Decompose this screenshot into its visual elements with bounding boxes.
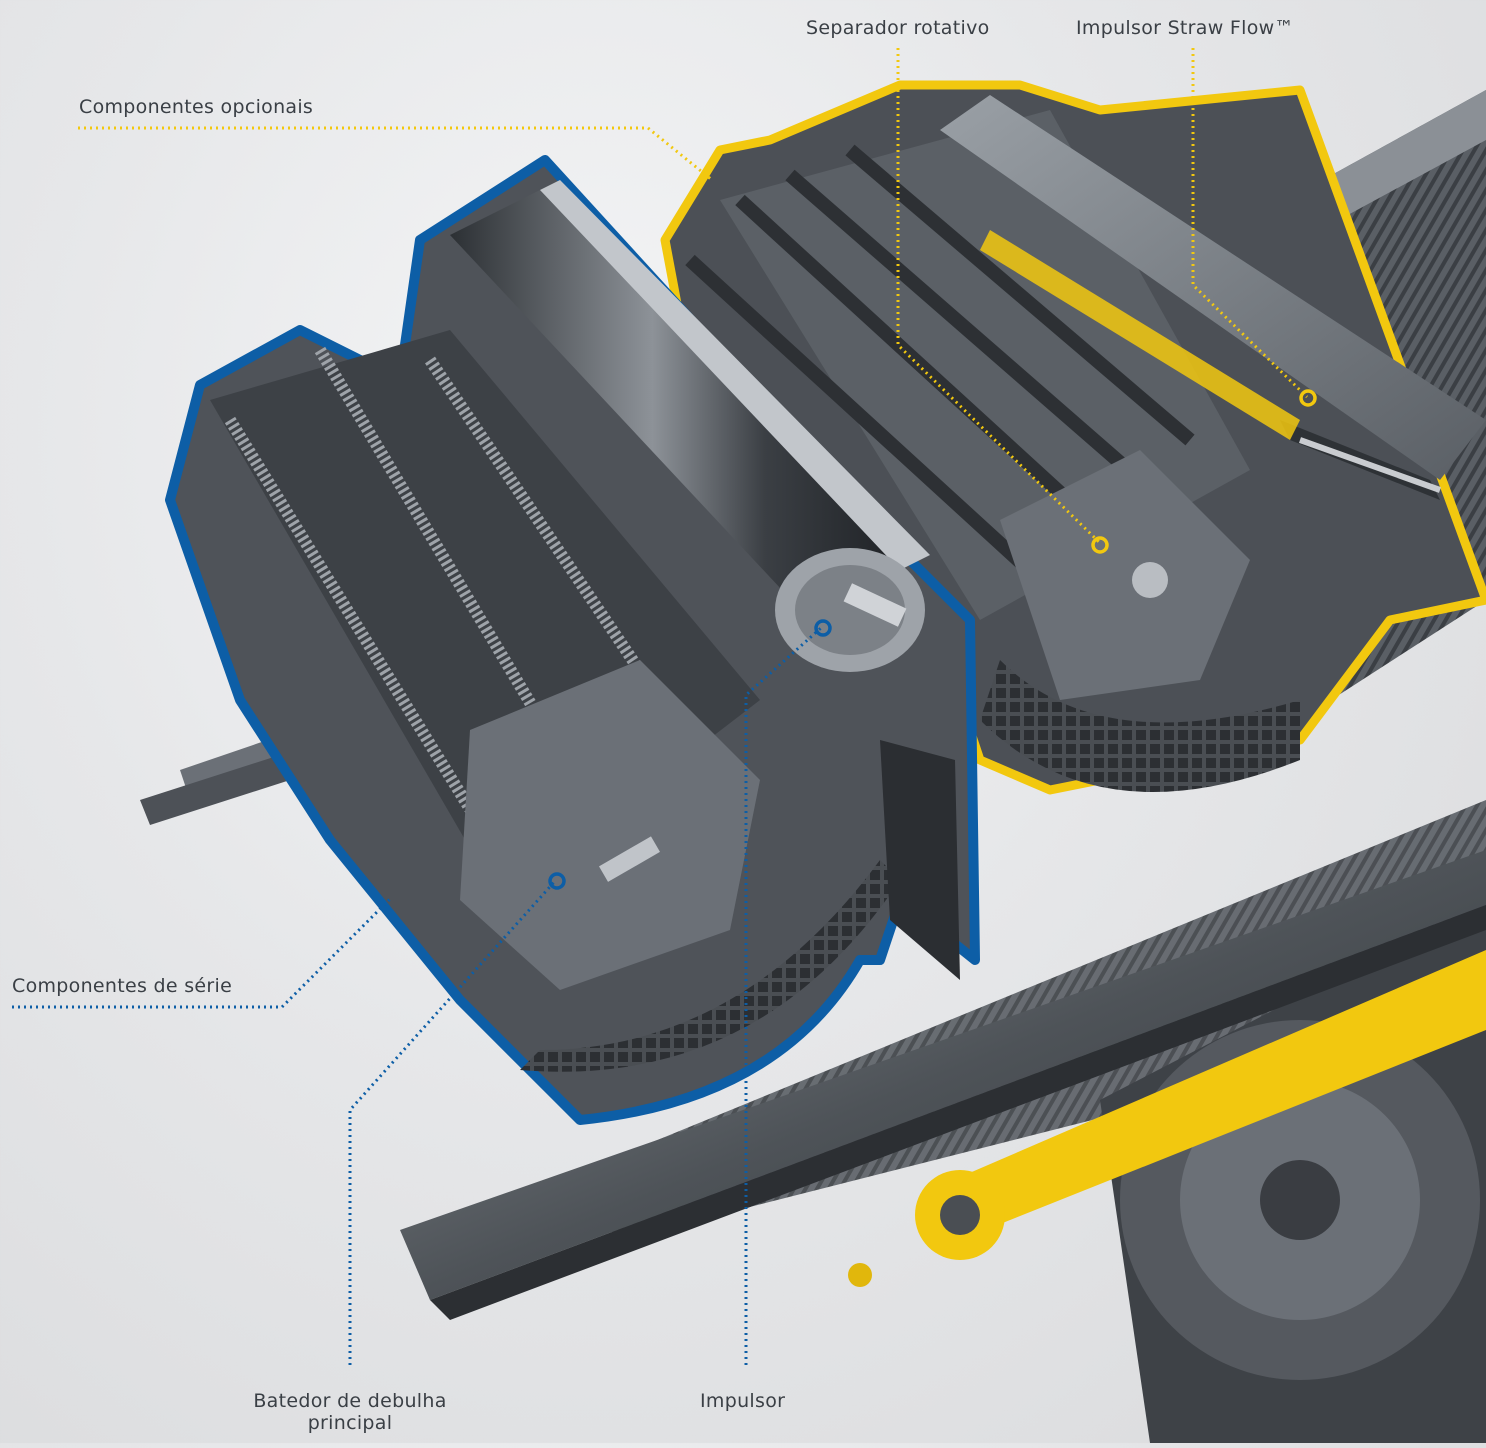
optional-components-group [660,80,1486,795]
label-separador-rotativo: Separador rotativo [806,17,990,39]
leader-impulsor-straw-flow [1191,48,1309,399]
leader-componentes-de-serie [12,895,394,1009]
standard-components-group [165,155,980,1125]
marker-batedor [548,872,566,890]
label-batedor-de-debulha-principal: Batedor de debulha principal [225,1390,475,1434]
leader-batedor [348,878,558,1365]
callout-markers [548,389,1317,890]
leader-impulsor [744,625,824,1365]
label-batedor-line2: principal [307,1412,393,1434]
label-impulsor: Impulsor [700,1390,786,1412]
leader-lines [12,48,1309,1365]
label-componentes-opcionais: Componentes opcionais [79,96,314,118]
label-batedor-line1: Batedor de debulha [253,1390,447,1412]
straw-flow-impeller [940,95,1486,500]
leader-componentes-opcionais [78,126,713,182]
marker-separador-rotativo [1091,536,1109,554]
label-componentes-de-serie: Componentes de série [12,975,233,997]
marker-impulsor-straw-flow [1299,389,1317,407]
thresher-drum [210,330,760,990]
label-impulsor-straw-flow: Impulsor Straw Flow™ [1076,17,1294,39]
impeller-roller [450,180,930,672]
yellow-arm [848,950,1486,1287]
marker-impulsor [814,619,832,637]
